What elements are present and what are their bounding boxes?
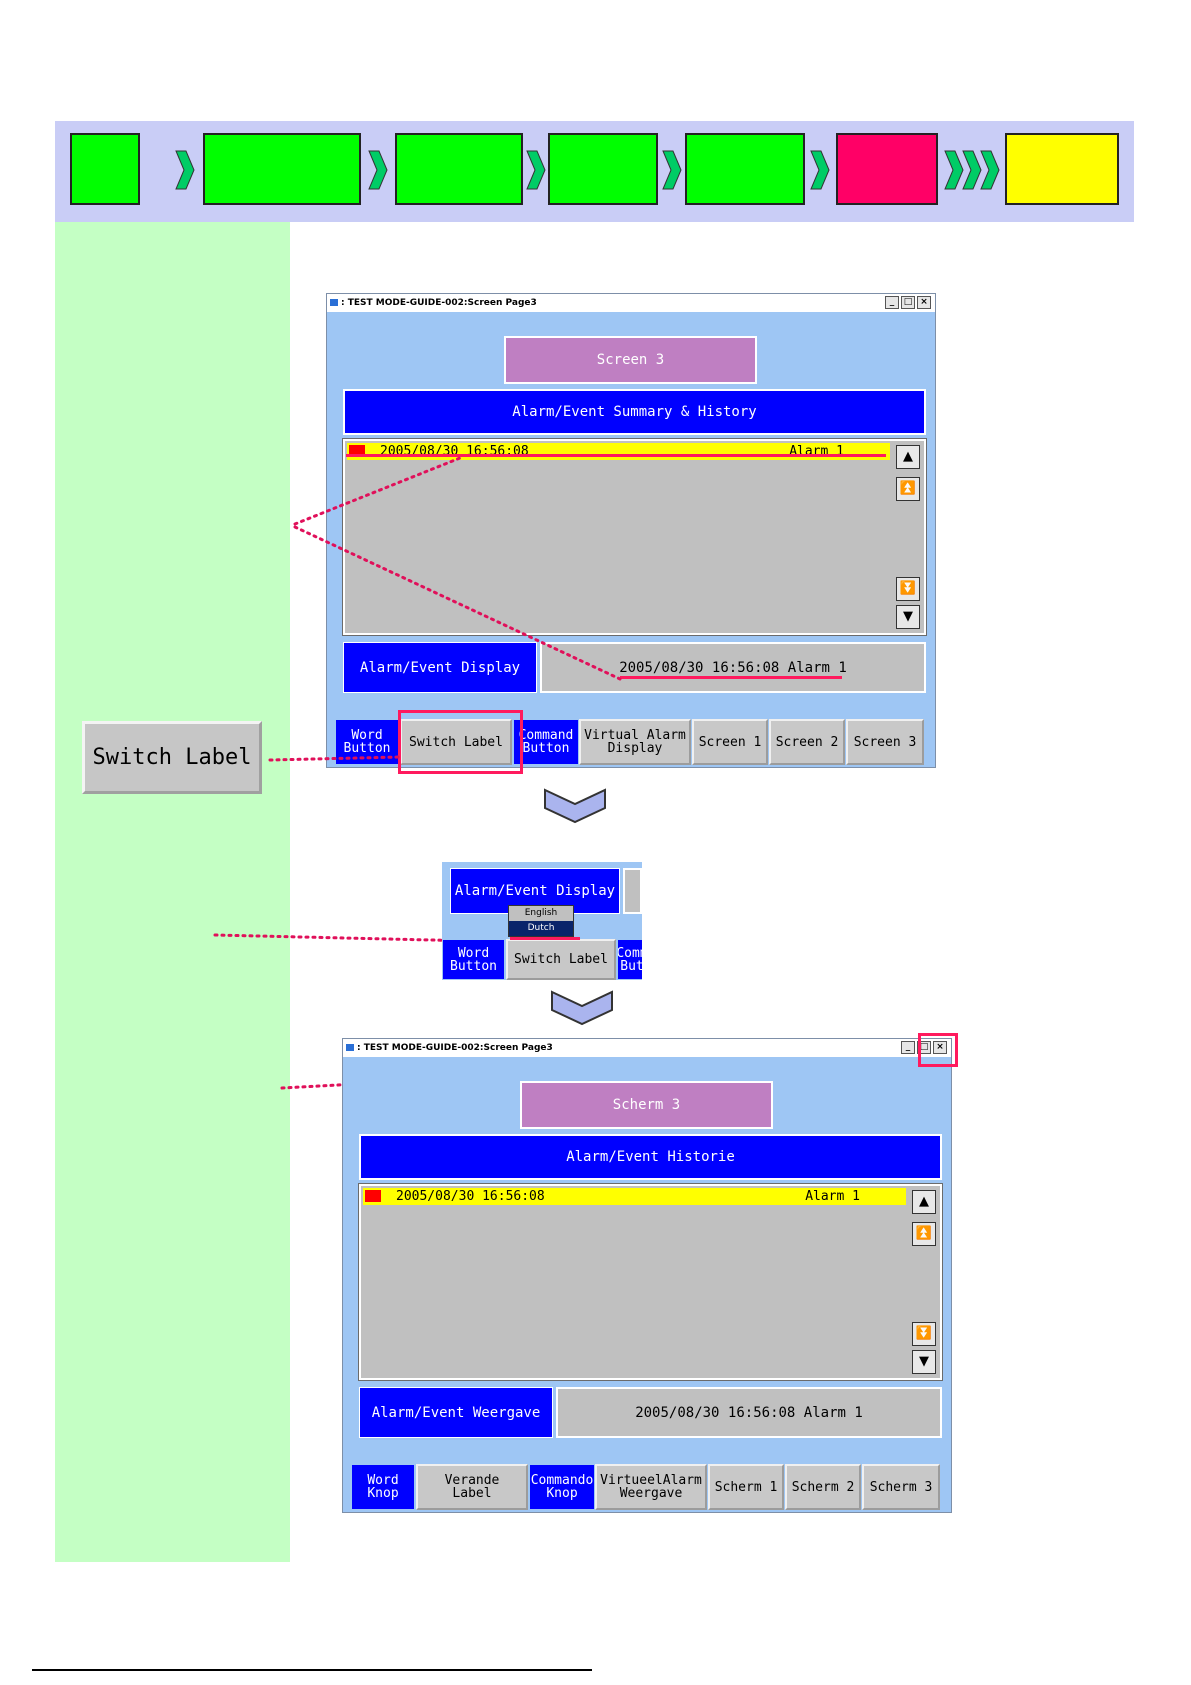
app-icon: [346, 1044, 354, 1051]
scroll-down-icon[interactable]: ▼: [896, 605, 920, 629]
window-titlebar: : TEST MODE-GUIDE-002:Screen Page3: [327, 294, 935, 312]
alarm-row[interactable]: 2005/08/30 16:56:08 Alarm 1: [347, 443, 890, 460]
virtual-alarm-display-button[interactable]: Virtual Alarm Display: [579, 719, 691, 765]
scroll-top-icon[interactable]: ⏫: [912, 1222, 936, 1246]
hmi-window-dutch: : TEST MODE-GUIDE-002:Screen Page3 _ □ ×…: [342, 1038, 952, 1513]
command-button[interactable]: Comm But: [617, 939, 642, 980]
close-icon[interactable]: ×: [917, 296, 931, 309]
alarm-display-value: 2005/08/30 16:56:08 Alarm 1: [540, 642, 926, 693]
scroll-bottom-icon[interactable]: ⏬: [912, 1322, 936, 1346]
virtual-alarm-display-button[interactable]: VirtueelAlarm Weergave: [595, 1464, 707, 1510]
footer-rule: [32, 1669, 592, 1671]
alarm-summary-header: Alarm/Event Historie: [359, 1134, 942, 1180]
highlight-underline: [346, 454, 886, 457]
chevron-right-icon: [944, 150, 964, 190]
chevron-right-icon: [368, 150, 388, 190]
arrow-down-icon: [551, 990, 613, 1026]
window-title: : TEST MODE-GUIDE-002:Screen Page3: [357, 1043, 553, 1053]
app-icon: [330, 299, 338, 306]
chevron-right-icon: [662, 150, 682, 190]
command-button[interactable]: Commando Knop: [529, 1464, 595, 1510]
chevron-right-icon: [526, 150, 546, 190]
sidebar: [55, 222, 290, 1562]
screen-2-button[interactable]: Screen 2: [769, 719, 845, 765]
alarm-name: Alarm 1: [789, 444, 844, 459]
alarm-name: Alarm 1: [805, 1189, 860, 1204]
alarm-date: 2005/08/30 16:56:08: [380, 444, 529, 459]
switch-label-button[interactable]: Verande Label: [416, 1464, 528, 1510]
step-3: [395, 133, 523, 205]
language-dropdown[interactable]: English Dutch: [508, 905, 574, 937]
step-6-current: [836, 133, 938, 205]
alarm-list[interactable]: 2005/08/30 16:56:08 Alarm 1 ▲ ⏫ ⏬ ▼: [342, 438, 927, 636]
chevron-right-icon: [962, 150, 982, 190]
screen-title: Scherm 3: [520, 1081, 773, 1129]
chevron-right-icon: [175, 150, 195, 190]
arrow-down-icon: [544, 788, 606, 824]
screen-1-button[interactable]: Screen 1: [692, 719, 768, 765]
window-titlebar: : TEST MODE-GUIDE-002:Screen Page3: [343, 1039, 951, 1057]
scroll-bottom-icon[interactable]: ⏬: [896, 577, 920, 601]
minimize-icon[interactable]: _: [885, 296, 899, 309]
scroll-down-icon[interactable]: ▼: [912, 1350, 936, 1374]
highlight-box: [398, 710, 523, 774]
alarm-display-label: Alarm/Event Display: [343, 642, 537, 693]
chevron-right-icon: [810, 150, 830, 190]
step-7: [1005, 133, 1119, 205]
alarm-date: 2005/08/30 16:56:08: [396, 1189, 545, 1204]
alarm-list[interactable]: 2005/08/30 16:56:08 Alarm 1 ▲ ⏫ ⏬ ▼: [358, 1183, 943, 1381]
alarm-display-value: [623, 868, 642, 914]
word-button[interactable]: Word Button: [442, 939, 505, 980]
close-icon[interactable]: ×: [933, 1041, 947, 1054]
switch-label-button[interactable]: Switch Label: [400, 719, 512, 765]
alarm-summary-header: Alarm/Event Summary & History: [343, 389, 926, 435]
minimize-icon[interactable]: _: [901, 1041, 915, 1054]
window-title: : TEST MODE-GUIDE-002:Screen Page3: [341, 298, 537, 308]
alarm-indicator: [365, 1190, 381, 1202]
scroll-up-icon[interactable]: ▲: [912, 1190, 936, 1214]
maximize-icon[interactable]: □: [901, 296, 915, 309]
option-dutch[interactable]: Dutch: [509, 921, 573, 936]
alarm-row[interactable]: 2005/08/30 16:56:08 Alarm 1: [363, 1188, 906, 1205]
alarm-display-value: 2005/08/30 16:56:08 Alarm 1: [556, 1387, 942, 1438]
option-english[interactable]: English: [524, 908, 558, 918]
highlight-underline: [510, 937, 580, 940]
command-button[interactable]: Command Button: [513, 719, 579, 765]
highlight-underline: [620, 676, 842, 679]
screen-title: Screen 3: [504, 336, 757, 384]
step-1: [70, 133, 140, 205]
switch-label-button-large[interactable]: Switch Label: [82, 721, 262, 794]
screen-2-button[interactable]: Scherm 2: [785, 1464, 861, 1510]
switch-label-button[interactable]: Switch Label: [506, 939, 616, 980]
scroll-top-icon[interactable]: ⏫: [896, 477, 920, 501]
word-button[interactable]: Word Knop: [351, 1464, 415, 1510]
step-4: [548, 133, 658, 205]
step-5: [685, 133, 805, 205]
scroll-up-icon[interactable]: ▲: [896, 445, 920, 469]
hmi-window-english: : TEST MODE-GUIDE-002:Screen Page3 _ □ ×…: [326, 293, 936, 768]
alarm-display-label: Alarm/Event Weergave: [359, 1387, 553, 1438]
chevron-right-icon: [980, 150, 1000, 190]
word-button[interactable]: Word Button: [335, 719, 399, 765]
language-popup-snippet: Alarm/Event Display English Dutch Word B…: [442, 862, 642, 980]
screen-3-button[interactable]: Scherm 3: [862, 1464, 940, 1510]
highlight-box: [918, 1033, 958, 1067]
step-2: [203, 133, 361, 205]
screen-3-button[interactable]: Screen 3: [846, 719, 924, 765]
screen-1-button[interactable]: Scherm 1: [708, 1464, 784, 1510]
step-bar: [55, 121, 1134, 222]
